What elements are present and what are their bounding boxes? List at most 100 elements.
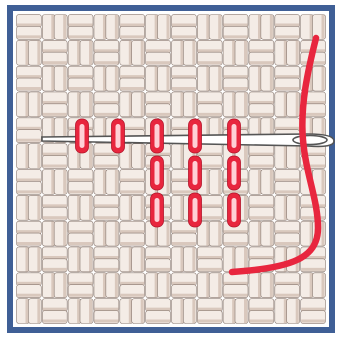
warp-thread-shade — [180, 299, 183, 323]
weft-thread-shade — [250, 61, 274, 64]
weft-thread-shade — [224, 230, 248, 233]
weft-thread-shade — [172, 282, 196, 285]
weft-thread-shade — [69, 242, 93, 245]
weft-thread-shade — [95, 113, 119, 116]
weft-thread-shade — [275, 242, 299, 245]
warp-thread-shade — [284, 144, 287, 168]
stitch-highlight — [155, 161, 160, 185]
weave-block — [197, 15, 222, 40]
warp-thread-shade — [37, 248, 40, 272]
weave-block — [94, 273, 119, 298]
weft-thread-shade — [43, 113, 67, 116]
weave-block — [172, 273, 197, 298]
warp-thread-shade — [180, 41, 183, 65]
warp-thread-shade — [167, 67, 170, 91]
weave-block — [249, 15, 274, 40]
warp-thread-shade — [37, 93, 40, 117]
warp-thread-shade — [322, 67, 325, 91]
warp-thread-shade — [167, 222, 170, 246]
weft-thread-shade — [69, 75, 93, 78]
weft-thread-shade — [17, 87, 41, 90]
warp-thread-shade — [322, 222, 325, 246]
weft-thread-shade — [95, 49, 119, 52]
weft-thread-shade — [224, 282, 248, 285]
warp-thread-shade — [284, 41, 287, 65]
weft-thread-shade — [95, 204, 119, 207]
warp-thread-shade — [115, 222, 118, 246]
weave-block — [17, 169, 42, 194]
weft-thread-shade — [43, 153, 67, 156]
weave-block — [146, 40, 171, 65]
weave-block — [16, 299, 41, 324]
weft-thread-shade — [146, 256, 170, 259]
weft-thread-shade — [95, 268, 119, 271]
warp-thread-shade — [77, 93, 80, 117]
weft-thread-shade — [17, 190, 41, 193]
weave-block — [146, 299, 171, 324]
weft-thread-shade — [146, 320, 170, 323]
warp-thread-shade — [167, 15, 170, 39]
warp-thread-shade — [284, 93, 287, 117]
warp-thread-shade — [103, 222, 106, 246]
weft-thread-shade — [250, 49, 274, 52]
weft-thread-shade — [172, 230, 196, 233]
warp-thread-shade — [51, 273, 54, 297]
weave-block — [42, 40, 67, 65]
weave-block — [146, 66, 171, 91]
weave-block — [249, 195, 274, 220]
weft-thread-shade — [301, 308, 325, 311]
warp-thread-shade — [218, 222, 221, 246]
stitch-column — [228, 119, 241, 227]
weft-thread-shade — [275, 230, 299, 233]
weft-thread-shade — [43, 61, 67, 64]
weave-block — [16, 144, 41, 169]
weft-thread-shade — [146, 308, 170, 311]
warp-thread-shade — [270, 222, 273, 246]
stitch-highlight — [193, 198, 198, 222]
weave-block — [275, 92, 300, 117]
warp-thread-shade — [192, 299, 195, 323]
weft-thread-shade — [250, 165, 274, 168]
weft-thread-shade — [301, 268, 325, 271]
weave-block — [249, 221, 274, 246]
weft-thread-shade — [146, 268, 170, 271]
warp-thread-shade — [244, 41, 247, 65]
warp-thread-shade — [25, 299, 28, 323]
warp-thread-shade — [244, 144, 247, 168]
weft-thread-shade — [146, 101, 170, 104]
warp-thread-shade — [284, 299, 287, 323]
weft-thread-shade — [224, 35, 248, 38]
weave-block — [68, 195, 93, 220]
warp-thread-shade — [167, 170, 170, 194]
weft-thread-shade — [95, 101, 119, 104]
weave-block — [42, 299, 67, 324]
stitch-highlight — [116, 124, 121, 148]
weft-thread-shade — [95, 165, 119, 168]
warp-thread-shade — [206, 67, 209, 91]
warp-thread-shade — [25, 41, 28, 65]
weft-thread-shade — [69, 190, 93, 193]
weave-block — [94, 221, 119, 246]
weft-thread-shade — [120, 282, 144, 285]
warp-thread-shade — [310, 273, 313, 297]
weft-thread-shade — [172, 242, 196, 245]
weave-block — [68, 221, 93, 246]
warp-thread-shade — [37, 41, 40, 65]
weave-block — [17, 221, 42, 246]
weft-thread-shade — [17, 75, 41, 78]
weave-block — [249, 273, 274, 298]
weft-thread-shade — [275, 294, 299, 297]
weft-thread-shade — [120, 35, 144, 38]
warp-thread-shade — [206, 273, 209, 297]
warp-thread-shade — [25, 196, 28, 220]
warp-thread-shade — [115, 67, 118, 91]
warp-thread-shade — [115, 15, 118, 39]
weft-thread-shade — [43, 308, 67, 311]
weft-thread-shade — [224, 75, 248, 78]
warp-thread-shade — [270, 67, 273, 91]
weave-block — [16, 92, 41, 117]
warp-thread-shade — [129, 248, 132, 272]
weave-block — [197, 92, 222, 117]
weave-block — [68, 14, 93, 39]
weave-block — [94, 195, 119, 220]
